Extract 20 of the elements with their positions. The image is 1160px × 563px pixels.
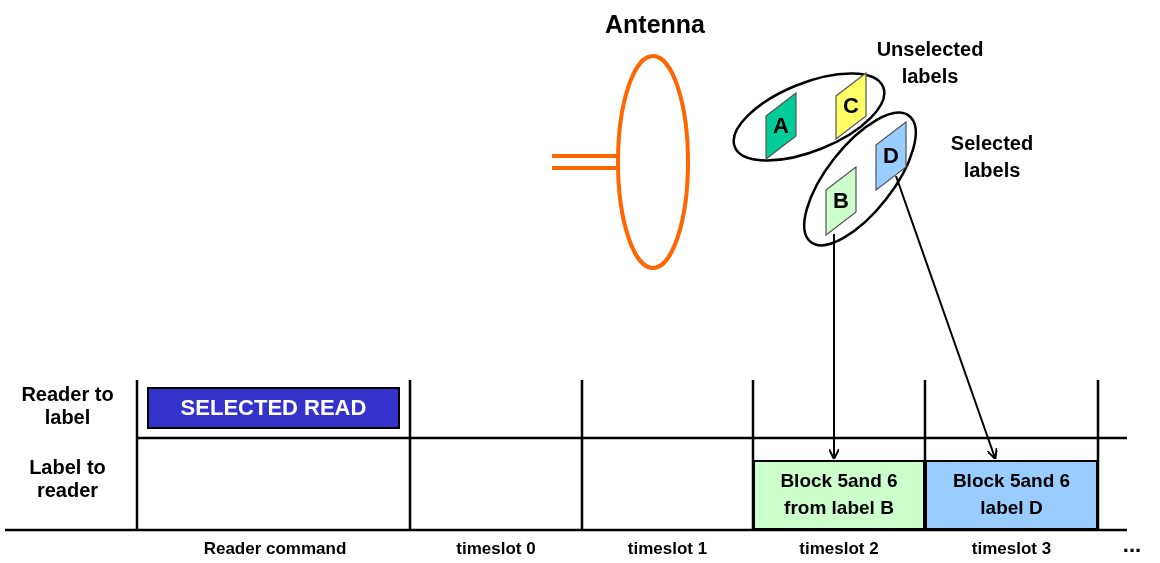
command-block: SELECTED READ <box>147 387 400 429</box>
row-label: Reader to label <box>20 383 115 429</box>
group-label: Unselected labels <box>875 37 985 89</box>
row-label: Label to reader <box>28 456 107 502</box>
timeslot-label: timeslot 1 <box>626 539 709 559</box>
timeslot-label: timeslot 3 <box>970 539 1053 559</box>
tag-card: D <box>875 121 907 191</box>
response-block: Block 5and 6 label D <box>925 460 1098 530</box>
column-label: Reader command <box>202 539 348 559</box>
arrow <box>895 175 998 460</box>
timeslot-label: timeslot 0 <box>455 539 537 559</box>
timeslot-label: timeslot 2 <box>798 539 880 559</box>
arrow <box>828 233 840 460</box>
tag-card: B <box>825 166 857 236</box>
ellipsis-mark: ... <box>1121 532 1143 558</box>
tag-card: A <box>765 92 797 160</box>
antenna-label: Antenna <box>604 10 706 39</box>
group-label: Selected labels <box>949 131 1035 183</box>
response-block: Block 5and 6 from label B <box>753 460 925 530</box>
tag-card: C <box>835 72 867 140</box>
